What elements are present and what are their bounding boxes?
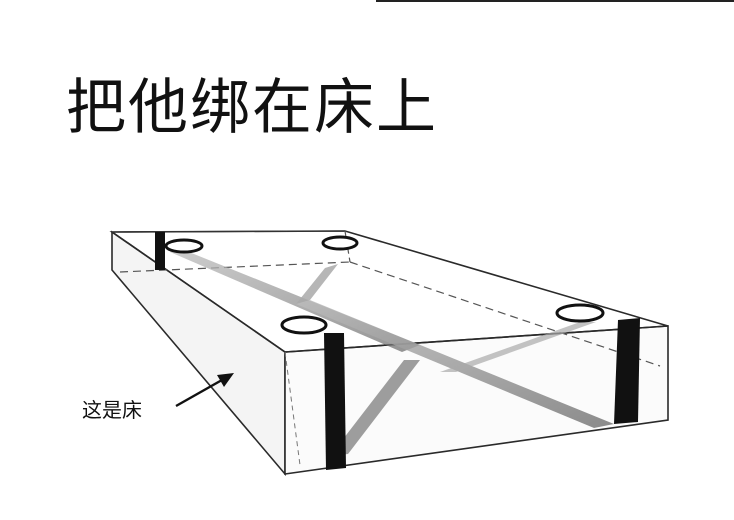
- strap-front-right: [614, 318, 640, 424]
- label-arrow-head: [217, 373, 234, 387]
- strap-shadow-right: [440, 322, 596, 372]
- strap-shadow-diagonal: [296, 300, 614, 428]
- top-border-line: [376, 0, 734, 2]
- tie-ring-front-right: [555, 303, 605, 323]
- tie-ring-front-left: [280, 315, 328, 335]
- strap-shadow-center: [296, 264, 338, 304]
- bed-annotation-label: 这是床: [82, 398, 142, 422]
- bed-floor-edge-right: [349, 261, 661, 367]
- page-title: 把他绑在床上: [66, 73, 438, 143]
- label-arrow-line: [175, 378, 223, 408]
- strap-shadow-front: [330, 360, 420, 456]
- tie-ring-back-left: [164, 238, 204, 254]
- bed-inner-back-edge: [111, 230, 346, 233]
- strap-front-left: [324, 333, 346, 470]
- bed-inner-corner-front-left: [284, 351, 301, 466]
- tie-ring-back-right: [321, 235, 359, 251]
- strap-back-left: [155, 232, 165, 270]
